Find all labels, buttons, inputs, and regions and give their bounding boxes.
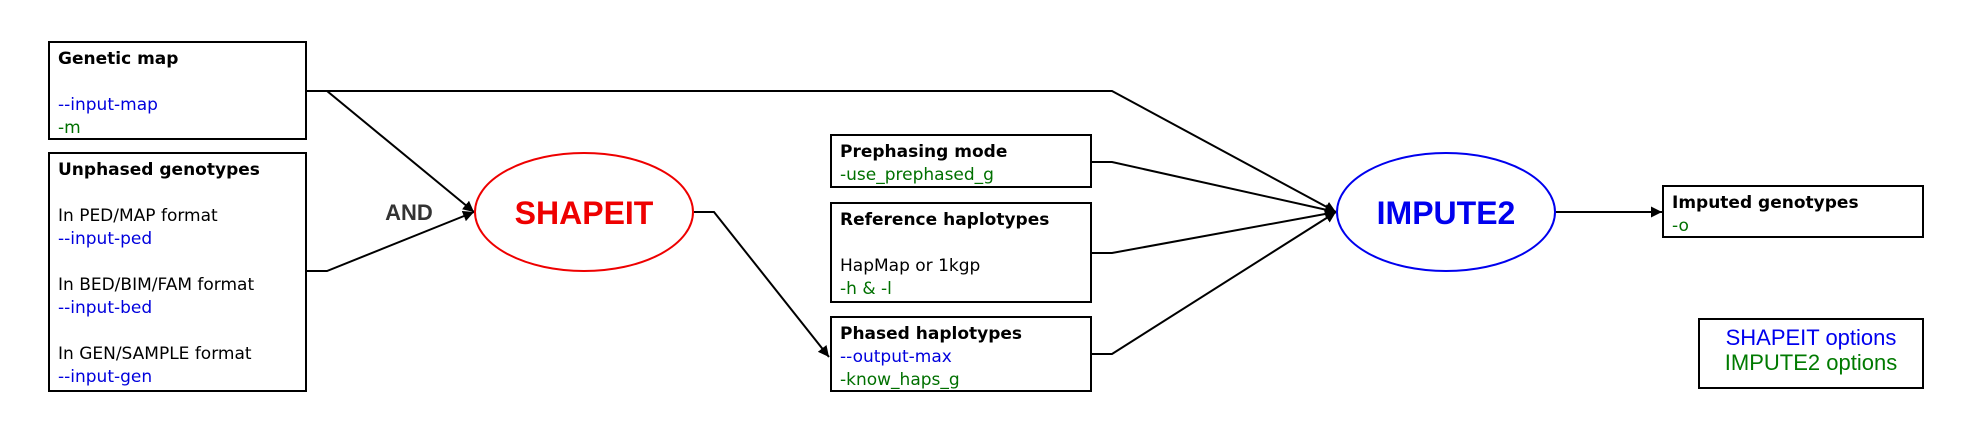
edge-shapeit-to-phased [694, 211, 830, 358]
genetic-map-impute2-option: -m [58, 118, 81, 138]
legend-shapeit-options: SHAPEIT options [1725, 325, 1897, 350]
impute2-node [1336, 152, 1556, 272]
prephasing-mode-box: Prephasing mode -use_prephased_g [830, 134, 1092, 188]
phased-shapeit-option: --output-max [840, 347, 952, 367]
reference-haplotypes-box: Reference haplotypes HapMap or 1kgp -h &… [830, 202, 1092, 303]
ped-format-label: In PED/MAP format [58, 206, 218, 226]
genetic-map-title: Genetic map [58, 49, 179, 69]
genetic-map-shapeit-option: --input-map [58, 95, 158, 115]
reference-title: Reference haplotypes [840, 210, 1050, 230]
legend-box: SHAPEIT options IMPUTE2 options [1698, 318, 1924, 389]
genetic-map-box: Genetic map --input-map -m [48, 41, 307, 140]
edge-reference-to-impute2 [1092, 208, 1337, 254]
edge-map-to-shapeit [307, 90, 475, 213]
phased-haplotypes-box: Phased haplotypes --output-max -know_hap… [830, 316, 1092, 392]
legend-impute2-options: IMPUTE2 options [1724, 350, 1898, 375]
edge-prephasing-to-impute2 [1092, 161, 1337, 215]
ped-format-option: --input-ped [58, 229, 153, 249]
gen-format-label: In GEN/SAMPLE format [58, 344, 252, 364]
prephasing-impute2-option: -use_prephased_g [840, 165, 994, 185]
phased-title: Phased haplotypes [840, 324, 1023, 344]
reference-description: HapMap or 1kgp [840, 256, 981, 276]
and-label: AND [385, 200, 433, 225]
edge-map-to-impute2 [307, 90, 1337, 213]
bed-format-label: In BED/BIM/FAM format [58, 275, 255, 295]
shapeit-node [474, 152, 694, 272]
imputed-impute2-option: -o [1672, 216, 1689, 236]
bed-format-option: --input-bed [58, 298, 153, 318]
shapeit-label: SHAPEIT [515, 195, 654, 231]
edge-phased-to-impute2 [1092, 211, 1337, 355]
unphased-genotypes-box: Unphased genotypes In PED/MAP format --i… [48, 152, 307, 392]
imputed-genotypes-box: Imputed genotypes -o [1662, 185, 1924, 238]
imputed-title: Imputed genotypes [1672, 193, 1859, 213]
edge-unphased-to-shapeit [307, 210, 475, 272]
phased-impute2-option: -know_haps_g [840, 370, 960, 390]
prephasing-title: Prephasing mode [840, 142, 1008, 162]
gen-format-option: --input-gen [58, 367, 153, 387]
unphased-title: Unphased genotypes [58, 160, 260, 180]
reference-impute2-option: -h & -l [840, 279, 892, 299]
impute2-label: IMPUTE2 [1377, 195, 1516, 231]
